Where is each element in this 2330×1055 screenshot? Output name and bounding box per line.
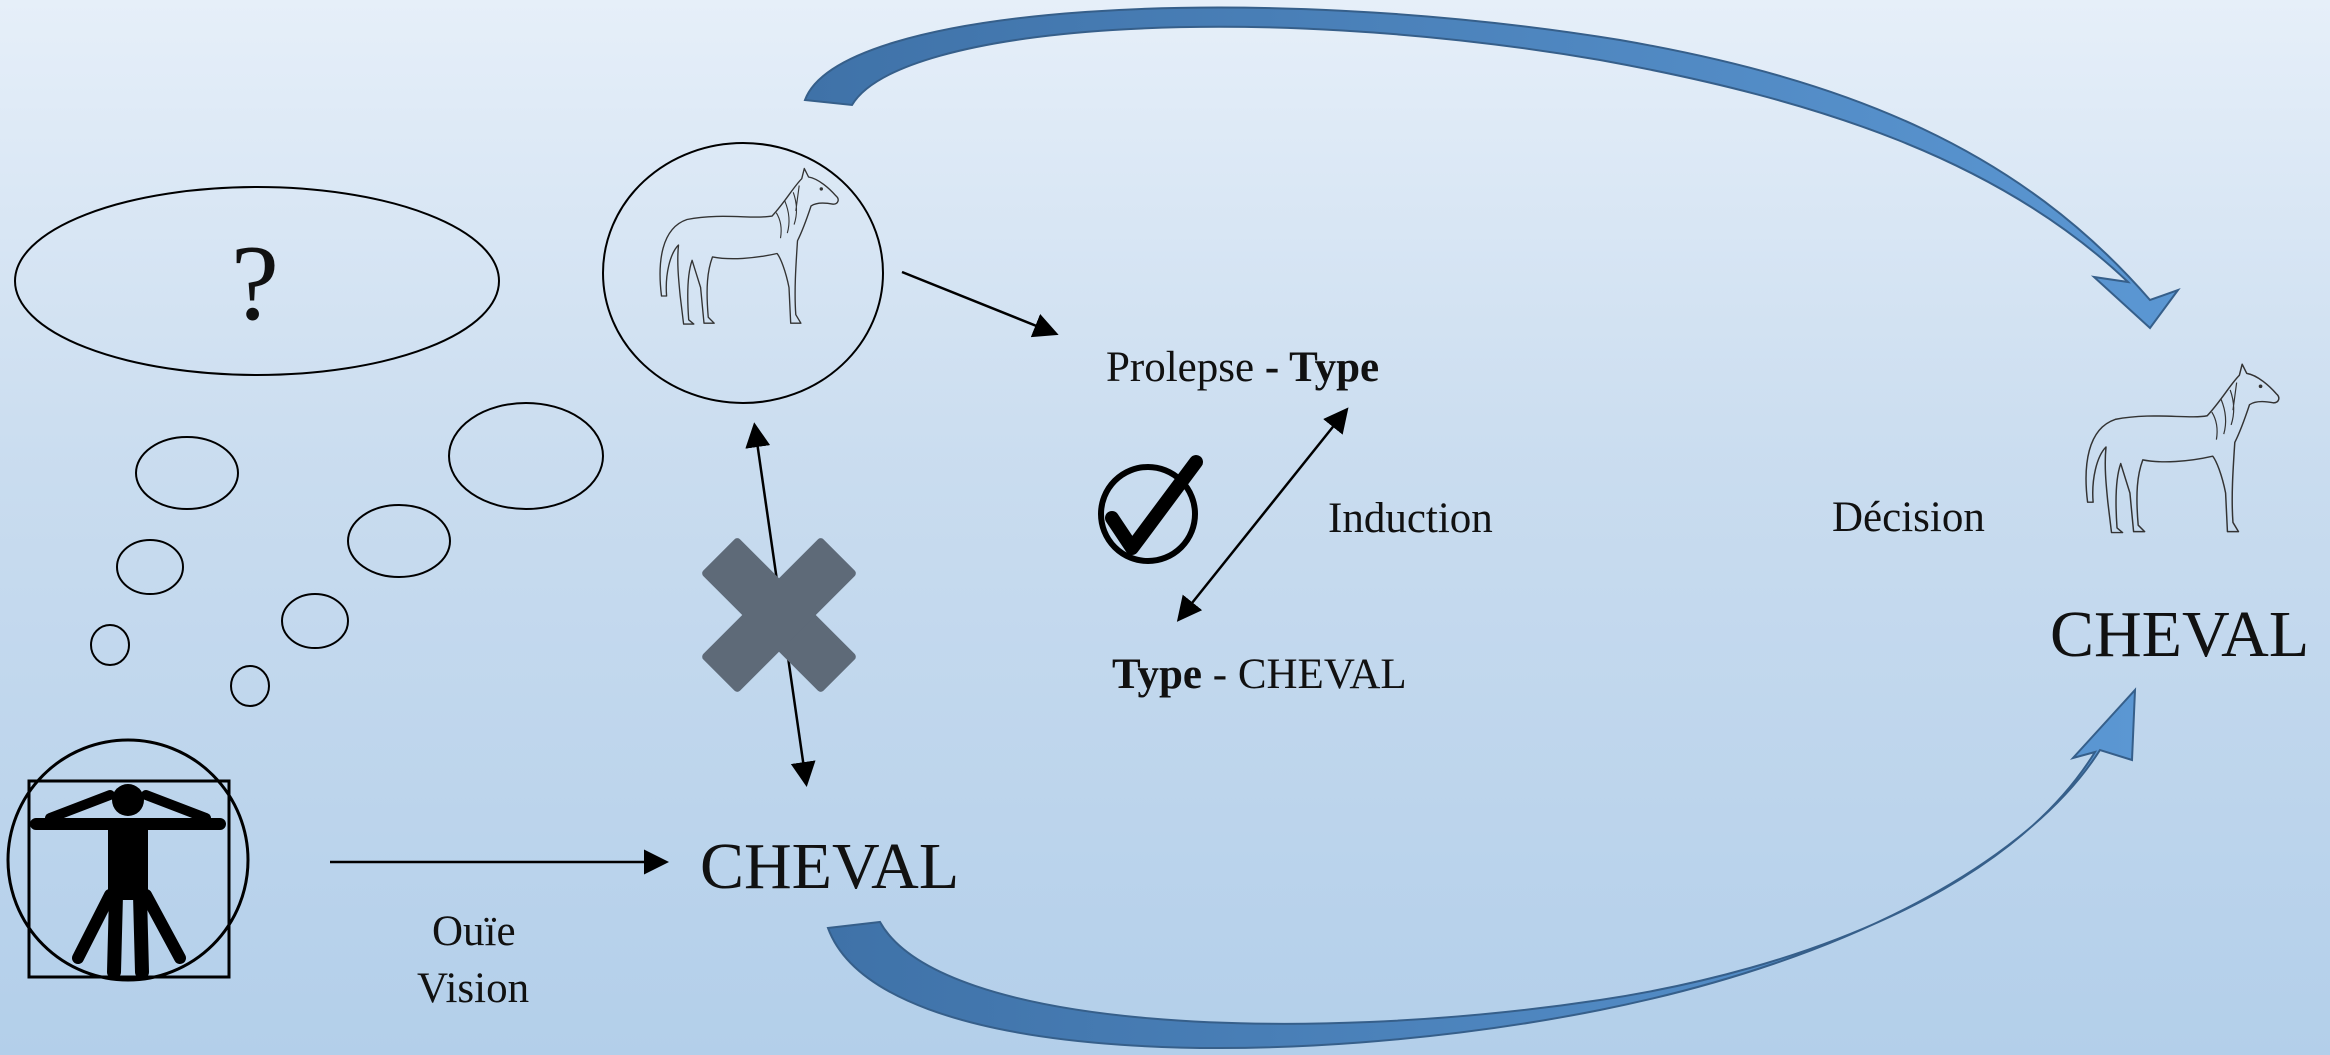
senses-line2: Vision [417,965,530,1012]
horse-icon [2085,363,2280,534]
horse-circle [602,142,884,404]
big-arrow-bottom [826,687,2137,1049]
prolepse-word: Prolepse [1106,344,1255,391]
word-cheval-center: CHEVAL [700,830,960,903]
thought-bubble [90,624,130,666]
decision-label: Décision [1832,494,1985,541]
horse-icon [659,167,839,325]
vitruvian-person-icon [6,738,250,982]
thought-bubble [230,665,270,707]
checkmark-icon [1098,455,1203,564]
thought-bubble [281,593,349,649]
cross-icon [702,538,856,692]
induction-label: Induction [1328,495,1493,542]
senses-line1: Ouïe [432,908,516,955]
thought-bubble [135,436,239,510]
prolepse-type-label: Prolepse - Type [1106,346,1379,389]
arrow-induction-double [1176,407,1349,622]
type-cheval-label: Type - CHEVAL [1112,653,1407,696]
word-cheval-right: CHEVAL [2050,598,2310,671]
thought-bubble [347,504,451,578]
thought-bubble-large [14,186,500,376]
big-arrow-top [803,6,2181,330]
type-word: Type [1112,651,1202,698]
arrow-horse-to-prolepse [901,270,1059,338]
type-cheval-sep: - [1202,651,1238,698]
thought-bubble [116,539,184,595]
type-cheval-word: CHEVAL [1237,651,1407,698]
thought-bubble [448,402,604,510]
prolepse-sep: - [1254,344,1290,391]
prolepse-type-word: Type [1289,344,1380,391]
question-mark: ? [231,224,279,343]
